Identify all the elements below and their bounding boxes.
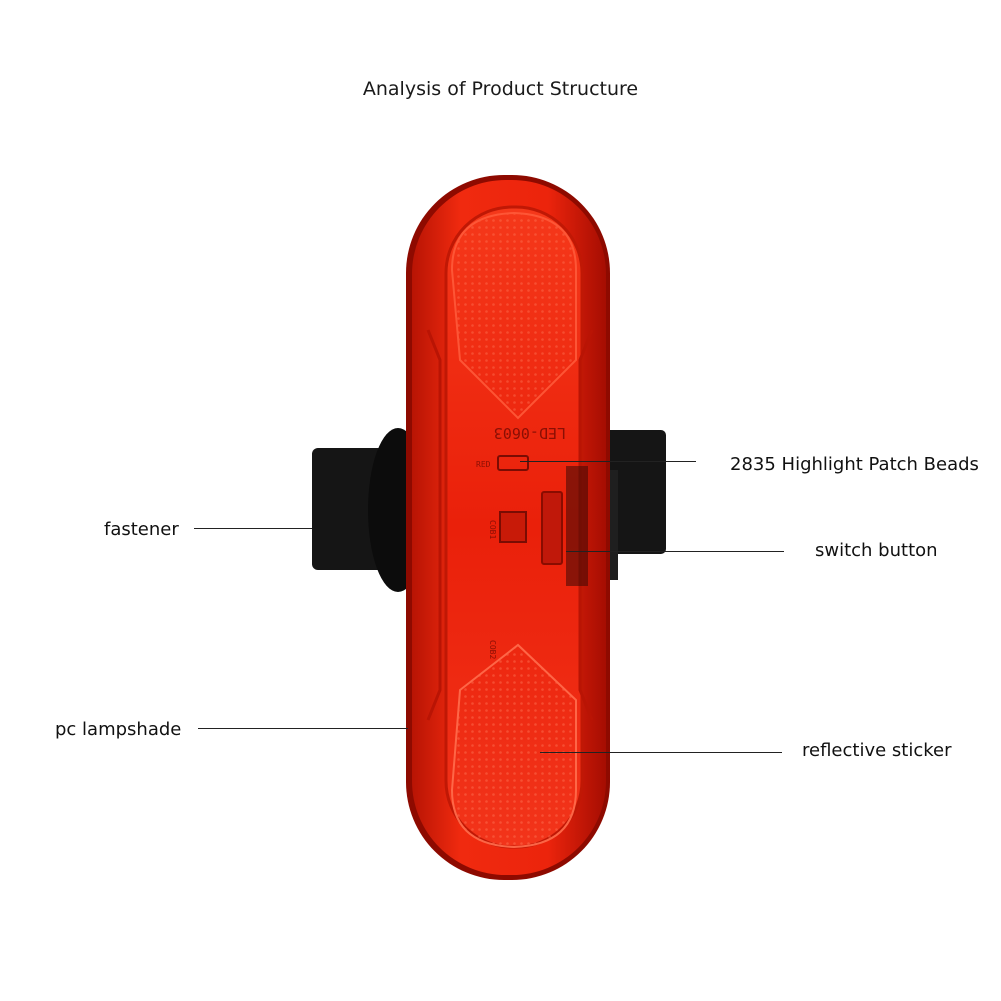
leader-fastener (194, 528, 312, 529)
label-pc-lampshade: pc lampshade (55, 719, 182, 740)
label-reflective-sticker: reflective sticker (802, 740, 952, 761)
label-switch-button: switch button (815, 540, 938, 561)
cob2-marking: COB2 (488, 640, 497, 659)
leader-switch-button (566, 551, 784, 552)
leader-pc-lampshade (198, 728, 408, 729)
switch-button (541, 466, 588, 586)
diagram-title: Analysis of Product Structure (362, 78, 639, 100)
led-board-markings: LED-0603 RED COB1 COB2 (476, 424, 566, 659)
label-fastener: fastener (104, 519, 179, 540)
label-patch-beads: 2835 Highlight Patch Beads (730, 454, 979, 475)
leader-reflective-sticker (540, 752, 782, 753)
leader-patch-beads (520, 461, 696, 462)
red-mode-marking: RED (476, 460, 491, 469)
cob1-marking: COB1 (488, 520, 497, 539)
cob1-led (499, 511, 527, 543)
patch-beads-led (497, 455, 529, 471)
model-marking: LED-0603 (494, 424, 566, 442)
reflective-sticker (450, 643, 577, 849)
